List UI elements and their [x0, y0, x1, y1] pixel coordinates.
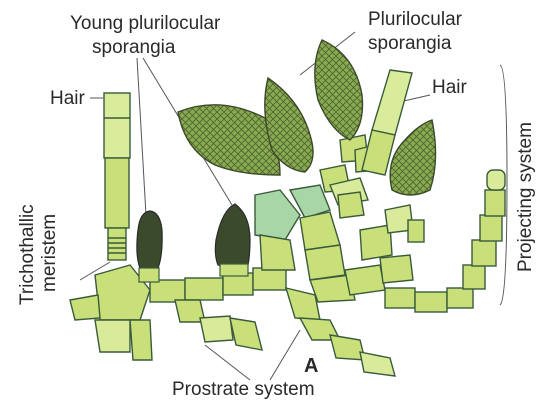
- label-prostrate-system: Prostrate system: [172, 380, 315, 400]
- label-young-sporangia-line2: sporangia: [92, 38, 175, 58]
- mature-sporangium: [315, 40, 363, 140]
- label-plurilocular-line1: Plurilocular: [368, 10, 462, 30]
- young-sporangia: [137, 204, 250, 270]
- label-trichothallic-line2: meristem: [40, 214, 60, 292]
- young-sporangium: [137, 211, 162, 270]
- mature-sporangium: [390, 120, 435, 195]
- label-plurilocular-line2: sporangia: [368, 34, 451, 54]
- label-young-sporangia-line1: Young plurilocular: [70, 14, 220, 34]
- label-hair-right: Hair: [432, 78, 467, 98]
- label-projecting-system: Projecting system: [516, 122, 536, 272]
- young-sporangium: [215, 204, 250, 267]
- label-figure-letter: A: [304, 356, 318, 376]
- label-hair-left: Hair: [50, 89, 85, 109]
- left-hair-filament: [104, 93, 130, 260]
- label-trichothallic-line1: Trichothallic: [18, 204, 38, 305]
